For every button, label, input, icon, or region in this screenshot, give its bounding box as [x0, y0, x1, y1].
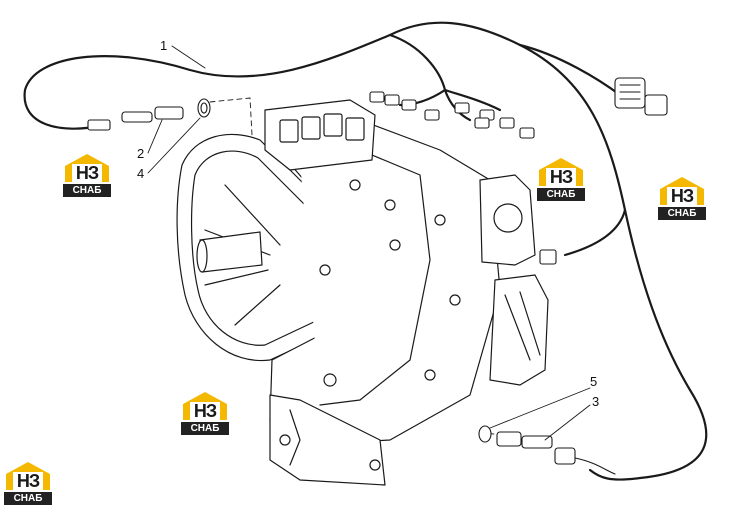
logo-word: СНАБ [63, 184, 111, 197]
logo-mark: НЗ [670, 186, 694, 206]
harness-connectors [369, 91, 557, 265]
callout-2: 2 [137, 146, 144, 161]
brand-logo: НЗ СНАБ [4, 460, 52, 506]
logo-mark: НЗ [16, 471, 40, 491]
callout-5: 5 [590, 374, 597, 389]
brand-logo: НЗ СНАБ [537, 156, 585, 202]
brand-logo: НЗ СНАБ [658, 175, 706, 221]
logo-mark: НЗ [75, 163, 99, 183]
logo-word: СНАБ [4, 492, 52, 505]
logo-word: СНАБ [181, 422, 229, 435]
brand-logo: НЗ СНАБ [181, 390, 229, 436]
brand-logo: НЗ СНАБ [63, 152, 111, 198]
main-connector [614, 77, 668, 116]
callout-4: 4 [137, 166, 144, 181]
logo-word: СНАБ [537, 188, 585, 201]
logo-mark: НЗ [193, 401, 217, 421]
sensor-assembly-bottom [478, 425, 616, 475]
logo-word: СНАБ [658, 207, 706, 220]
leader-lines [147, 45, 591, 441]
callout-1: 1 [160, 38, 167, 53]
callout-3: 3 [592, 394, 599, 409]
logo-mark: НЗ [549, 167, 573, 187]
sensor-assembly-top [87, 98, 211, 131]
transmission-housing [176, 99, 549, 486]
